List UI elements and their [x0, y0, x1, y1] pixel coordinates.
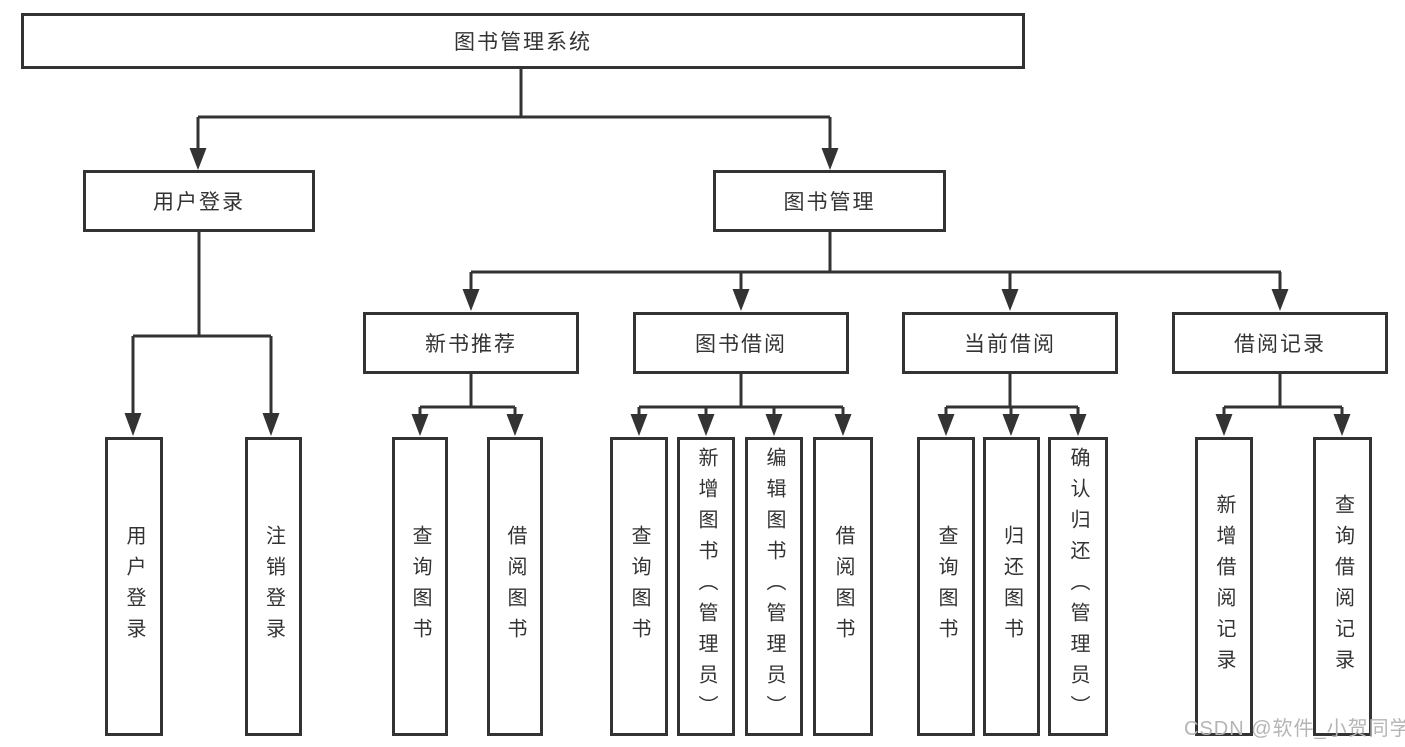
leaf-current-query-books: 查询图书 — [917, 437, 975, 736]
leaf-recommend-borrow-books: 借阅图书 — [487, 437, 543, 736]
node-book-management: 图书管理 — [713, 170, 946, 232]
leaf-recommend-query-books: 查询图书 — [392, 437, 448, 736]
node-user-login: 用户登录 — [83, 170, 315, 232]
csdn-watermark: CSDN @软件_小贺同学 — [1184, 718, 1405, 740]
leaf-borrowing-edit-books-admin: 编辑图书（管理员） — [745, 437, 803, 736]
node-new-book-recommend: 新书推荐 — [363, 312, 579, 374]
node-root-system: 图书管理系统 — [21, 13, 1025, 69]
leaf-borrowing-query-books: 查询图书 — [610, 437, 668, 736]
leaf-records-add-record: 新增借阅记录 — [1195, 437, 1253, 736]
connector-userlogin-to-leaves — [124, 232, 280, 436]
leaf-current-return-books: 归还图书 — [983, 437, 1040, 736]
leaf-records-query-record: 查询借阅记录 — [1313, 437, 1372, 736]
connector-root-to-level2 — [189, 69, 839, 170]
connector-borrowing-to-leaves — [630, 374, 852, 436]
connector-recommend-to-leaves — [411, 374, 524, 436]
node-book-borrowing: 图书借阅 — [633, 312, 849, 374]
leaf-current-confirm-return-admin: 确认归还（管理员） — [1048, 437, 1108, 736]
leaf-borrowing-borrow-books: 借阅图书 — [813, 437, 873, 736]
connector-current-to-leaves — [937, 374, 1087, 436]
leaf-borrowing-add-books-admin: 新增图书（管理员） — [677, 437, 735, 736]
node-current-borrowing: 当前借阅 — [902, 312, 1118, 374]
leaf-user-login: 用户登录 — [105, 437, 163, 736]
leaf-logout: 注销登录 — [245, 437, 302, 736]
node-borrowing-records: 借阅记录 — [1172, 312, 1388, 374]
connector-records-to-leaves — [1215, 374, 1351, 436]
connector-bookmgmt-to-level3 — [462, 232, 1289, 311]
